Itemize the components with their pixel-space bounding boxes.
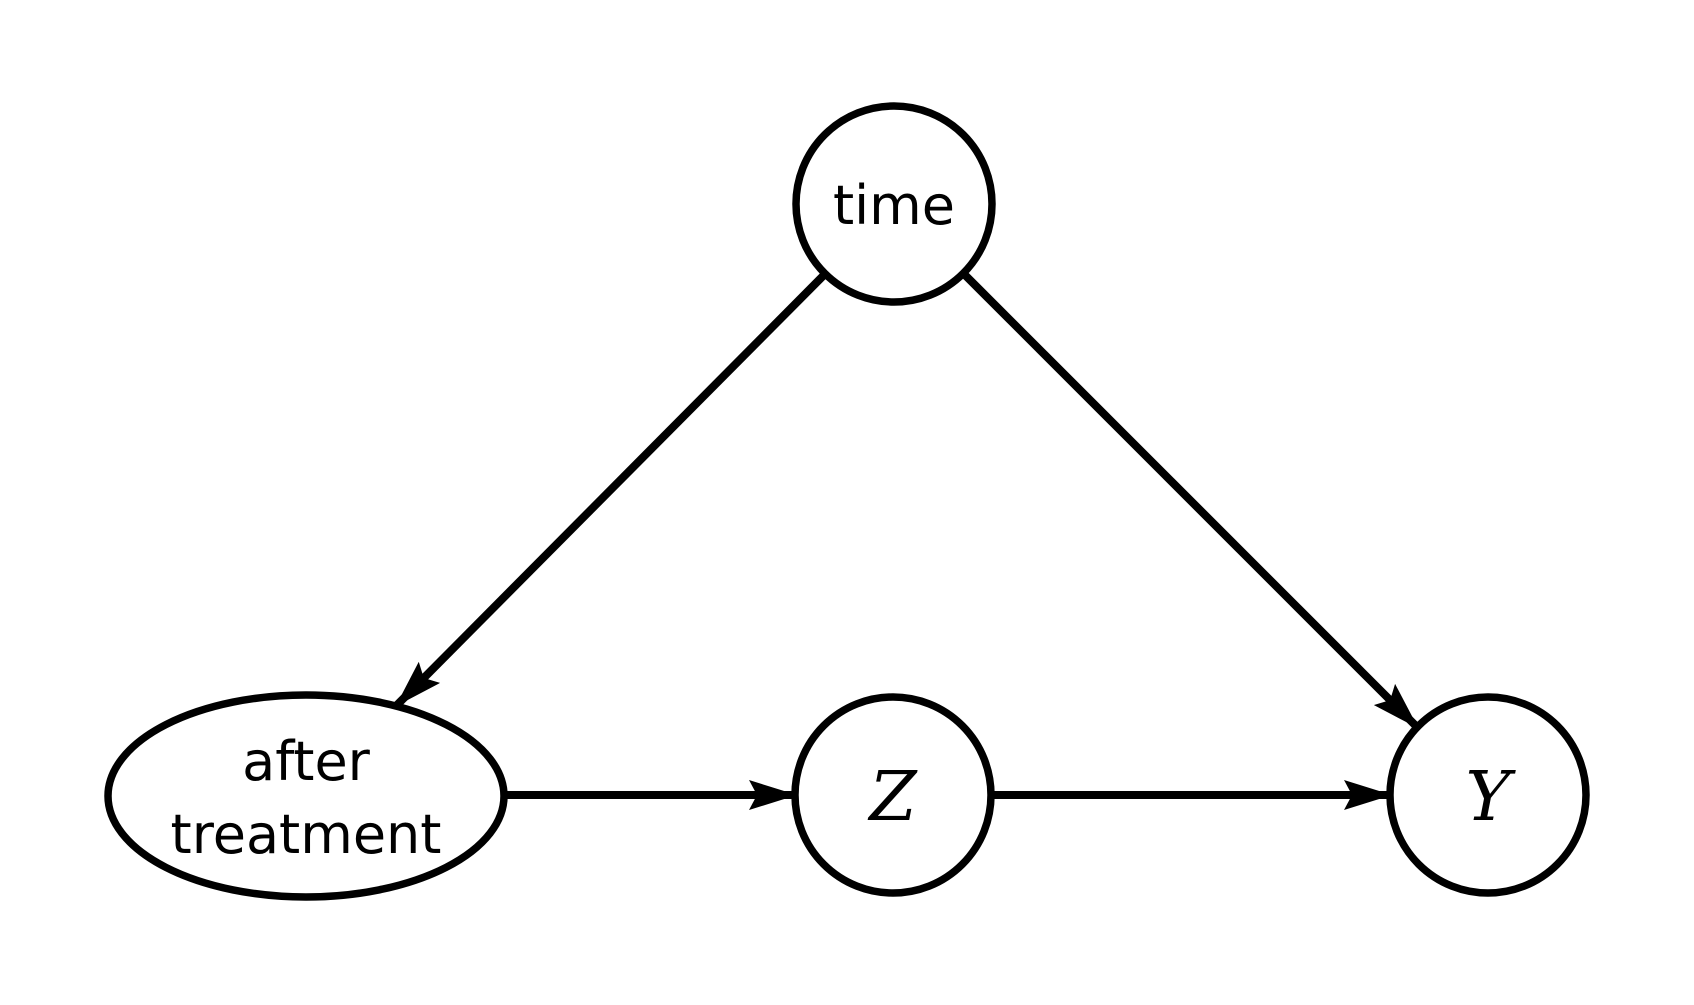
z-node-label: Z — [867, 758, 918, 837]
edge-time-to-after-treatment — [394, 272, 827, 708]
z-node-circle — [791, 693, 995, 897]
after-treatment-label-line1: after — [242, 730, 371, 793]
node-z: Z — [791, 693, 995, 897]
edges — [394, 272, 1420, 810]
after-treatment-label-line2: treatment — [171, 803, 442, 866]
node-time: time — [792, 102, 996, 306]
y-node-label: Y — [1466, 758, 1517, 837]
time-node-label: time — [833, 174, 955, 237]
node-y: Y — [1386, 693, 1590, 897]
node-after-treatment: after treatment — [104, 691, 508, 901]
edge-time-to-y — [962, 272, 1420, 730]
time-node-circle — [792, 102, 996, 306]
after-treatment-node-ellipse — [104, 691, 508, 901]
y-node-circle — [1386, 693, 1590, 897]
